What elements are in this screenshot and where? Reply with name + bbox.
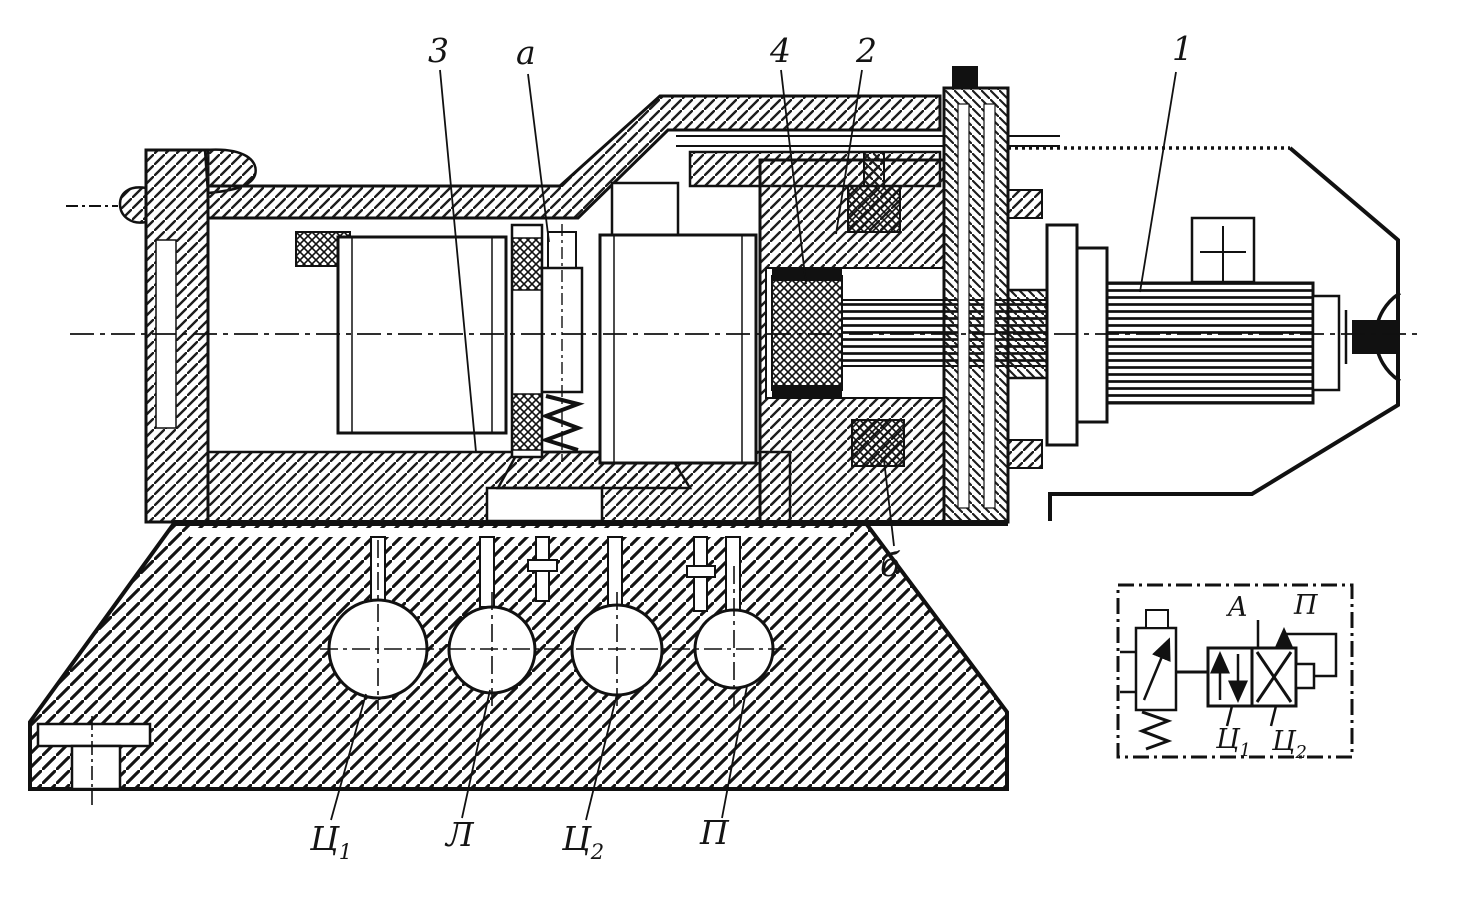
cyl-ring-1	[1045, 223, 1079, 447]
piston-seal-top	[772, 268, 842, 281]
gland-seal	[847, 185, 901, 233]
side-bolt-top	[1007, 189, 1043, 219]
bearing-balls-bottom	[511, 393, 543, 451]
valve-actuator-box	[1294, 662, 1316, 690]
valve-spring	[1137, 710, 1173, 751]
callout-labels: 3 a 4 2 1 б Ц1 Л Ц2 П	[309, 29, 1193, 864]
cyl2-label: Ц2	[1271, 726, 1307, 763]
callout-a-label: a	[516, 33, 536, 72]
callout-p-leader	[721, 685, 748, 819]
callout-l-leader	[461, 689, 491, 819]
callout-c2-label: Ц2	[561, 819, 604, 864]
callout-4-leader	[780, 69, 807, 285]
callout-b-label: б	[880, 545, 901, 584]
tie-rods	[676, 135, 1060, 147]
port-p-label: П	[1293, 590, 1318, 621]
callout-3-label: 3	[428, 31, 449, 70]
port-a-label: A	[1225, 592, 1248, 623]
cyl1-line	[1225, 705, 1234, 727]
cylinder-block	[758, 151, 1065, 524]
spindle-assembly	[295, 181, 758, 465]
plate-body	[942, 86, 1010, 524]
callout-a-leader	[527, 73, 550, 243]
flange-left-tab	[118, 186, 148, 224]
pressure-loop	[1274, 627, 1338, 678]
plate-top-bolt	[952, 66, 978, 88]
callout-c1-label: Ц1	[309, 819, 352, 864]
piston-seal-bottom	[772, 385, 842, 398]
callout-c2-leader	[585, 693, 618, 821]
piston	[771, 275, 843, 391]
cyl-end-ring	[1311, 294, 1341, 392]
callout-2-leader	[835, 69, 863, 235]
lower-seal-chamber	[851, 419, 905, 467]
oil-channels	[370, 536, 741, 612]
cyl2-line	[1269, 705, 1278, 727]
hydraulic-schematic: A П Ц1 Ц2	[1116, 583, 1354, 763]
shoe-insert	[485, 486, 604, 523]
housing	[66, 94, 942, 524]
callouts	[330, 69, 1177, 821]
housing-roof	[206, 94, 942, 220]
end-nut	[1352, 320, 1396, 354]
tie-rod-hole-2	[983, 103, 996, 509]
callout-c1-leader	[330, 693, 367, 821]
t-slot-vertical	[70, 744, 122, 791]
callout-1-leader	[1139, 71, 1177, 293]
callout-3-leader	[439, 69, 477, 453]
valve-arrow	[1142, 637, 1171, 701]
tie-rod-hole-1	[957, 103, 970, 509]
port-centerlines	[320, 540, 798, 710]
rotating-cylinder	[676, 135, 1401, 521]
callout-1-label: 1	[1172, 29, 1193, 68]
relief-valve	[1120, 609, 1178, 751]
callout-4-label: 4	[769, 31, 791, 70]
joint-gap	[190, 528, 850, 537]
drum-right-step	[610, 181, 680, 239]
cyl-barrel	[1105, 281, 1315, 405]
callout-2-label: 2	[855, 31, 877, 70]
cyl1-label: Ц1	[1215, 724, 1251, 761]
drum-right	[598, 233, 758, 465]
distributor-plate	[942, 66, 1060, 524]
callout-b-leader	[883, 459, 895, 547]
guard-cover	[1008, 146, 1400, 521]
callout-p-label: П	[699, 813, 730, 852]
callout-l-label: Л	[444, 815, 475, 854]
bearing-balls-top	[511, 237, 543, 291]
directional-valve	[1206, 646, 1316, 708]
gland-bolt	[863, 151, 885, 187]
t-slot-horizontal	[36, 722, 152, 748]
drum-left	[336, 235, 508, 435]
machine-base	[28, 520, 1009, 808]
side-bolt-bottom	[1007, 439, 1043, 469]
cyl-ring-2	[1075, 246, 1109, 424]
plunger-spring	[539, 394, 585, 452]
